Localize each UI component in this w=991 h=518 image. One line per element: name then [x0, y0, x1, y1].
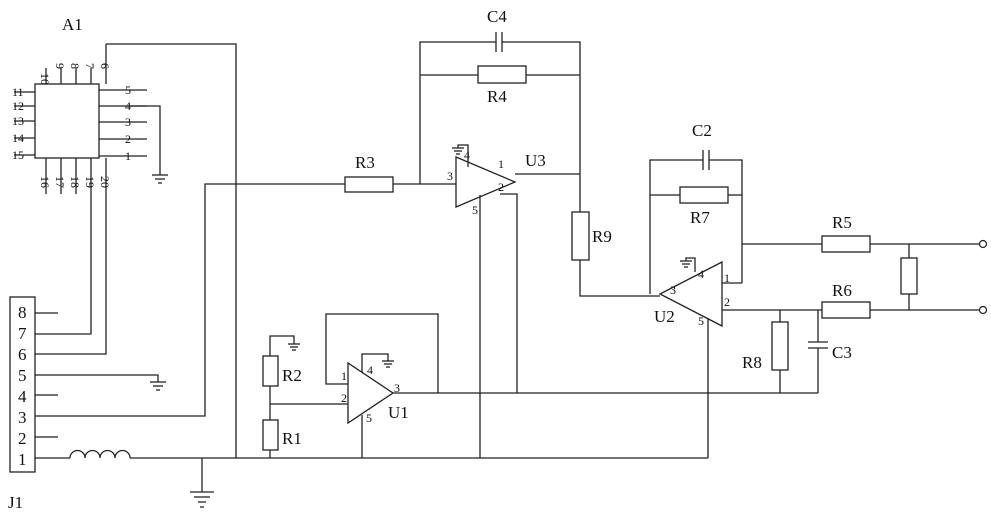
- resistor-r5: [821, 235, 871, 253]
- u3-pin-2: 2: [498, 180, 504, 194]
- a1-pin-4: 4: [125, 99, 131, 113]
- a1-pin-1: 1: [125, 149, 131, 163]
- r5-label: R5: [832, 213, 852, 232]
- resistor-r4: [477, 65, 527, 84]
- resistor-r7: [679, 186, 729, 204]
- u2-pin-3: 3: [670, 283, 676, 297]
- ground-icon: [152, 174, 168, 184]
- a1-pin-11: 11: [12, 85, 24, 99]
- a1-pin-2: 2: [125, 132, 131, 146]
- a1-pin-16: 16: [38, 176, 52, 188]
- u1-pin-1: 1: [341, 369, 347, 383]
- u3-pin-4: 4: [464, 148, 470, 162]
- u1-pin-2: 2: [341, 391, 347, 405]
- r9-label: R9: [592, 227, 612, 246]
- r8-label: R8: [742, 353, 762, 372]
- output-terminal-top: [978, 239, 988, 249]
- r6-label: R6: [832, 281, 852, 300]
- u3-pin-5: 5: [472, 203, 478, 217]
- a1-pin-17: 17: [53, 176, 67, 188]
- resistor-r2: [262, 355, 279, 387]
- j1-label: J1: [8, 493, 23, 512]
- u3-pin-3: 3: [447, 169, 453, 183]
- r4-label: R4: [487, 87, 507, 106]
- j1-pin-8: 8: [18, 303, 27, 322]
- u1-pin-4: 4: [367, 363, 373, 377]
- ground-icon: [680, 260, 692, 268]
- j1-pin-2: 2: [18, 429, 27, 448]
- j1-pin-6: 6: [18, 345, 27, 364]
- u3-label: U3: [525, 151, 546, 170]
- u1-triangle: [347, 361, 395, 425]
- a1-pin-18: 18: [68, 176, 82, 188]
- j1-pin-4: 4: [18, 387, 27, 406]
- ground-icon: [452, 147, 464, 155]
- resistor-r6: [821, 301, 871, 319]
- r2-label: R2: [282, 366, 302, 385]
- u1-pin-3: 3: [394, 381, 400, 395]
- resistor-r1: [262, 419, 279, 451]
- a1-pin-3: 3: [125, 115, 131, 129]
- a1-pin-9: 9: [53, 63, 67, 69]
- r7-label: R7: [690, 208, 710, 227]
- u2-pin-2: 2: [724, 295, 730, 309]
- u2-pin-1: 1: [724, 271, 730, 285]
- a1-label: A1: [62, 15, 83, 34]
- a1-pin-12: 12: [12, 99, 24, 113]
- j1-pin-1: 1: [18, 450, 27, 469]
- opamp-u2: 4 3 1 2 5 U2: [654, 260, 730, 328]
- a1-pin-13: 13: [12, 114, 24, 128]
- c3-label: C3: [832, 343, 852, 362]
- u2-triangle: [658, 260, 723, 328]
- j1-pin-3: 3: [18, 408, 27, 427]
- u3-pin-1: 1: [498, 157, 504, 171]
- resistor-r8: [771, 321, 789, 371]
- j1-pin-7: 7: [18, 324, 27, 343]
- a1-pin-15: 15: [12, 148, 24, 162]
- u1-label: U1: [388, 403, 409, 422]
- a1-pin-19: 19: [83, 176, 97, 188]
- j1-body: [9, 296, 36, 473]
- u2-pin-5: 5: [698, 314, 704, 328]
- ground-icon: [150, 381, 166, 391]
- ground-icon: [382, 360, 394, 368]
- u2-pin-4: 4: [698, 267, 704, 281]
- resistor-load: [900, 257, 918, 295]
- a1-pin-5: 5: [125, 83, 131, 97]
- u2-label: U2: [654, 307, 675, 326]
- a1-pin-10: 10: [38, 73, 52, 85]
- j1-pin-5: 5: [18, 366, 27, 385]
- a1-pin-14: 14: [12, 131, 24, 145]
- resistor-r3: [344, 176, 394, 193]
- c2-label: C2: [692, 121, 712, 140]
- output-terminal-bottom: [978, 305, 988, 315]
- ic-a1: A1 10 9 8 7 6 11 12 13 14 15 5 4 3 2 1 1…: [12, 15, 147, 194]
- opamp-u1: 1 2 4 3 5 U1: [341, 361, 409, 425]
- c4-label: C4: [487, 7, 507, 26]
- a1-body: [34, 83, 100, 159]
- r1-label: R1: [282, 429, 302, 448]
- ground-icon: [190, 491, 214, 508]
- resistor-r9: [571, 211, 590, 261]
- u1-pin-5: 5: [366, 411, 372, 425]
- ground-icon: [288, 343, 300, 351]
- u3-triangle: [455, 156, 517, 208]
- a1-pin-6: 6: [98, 63, 112, 69]
- opamp-u3: 4 3 1 2 5 U3: [447, 148, 546, 217]
- a1-pin-8: 8: [68, 63, 82, 69]
- r3-label: R3: [355, 153, 375, 172]
- inductor-icon: [69, 449, 131, 459]
- connector-j1: 8 7 6 5 4 3 2 1 J1: [8, 296, 58, 512]
- a1-pin-7: 7: [83, 63, 97, 69]
- a1-pin-20: 20: [98, 176, 112, 188]
